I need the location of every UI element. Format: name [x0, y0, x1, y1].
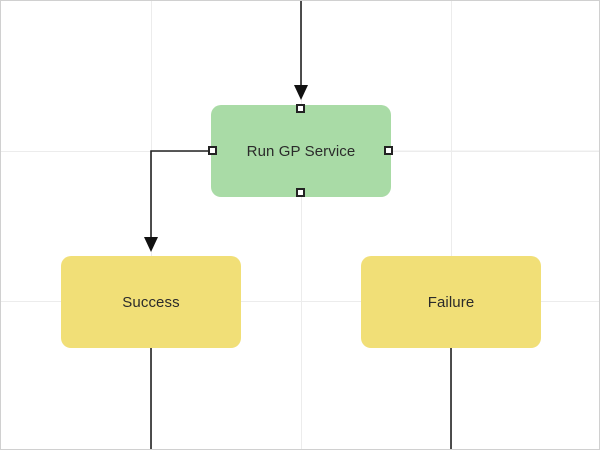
node-failure[interactable]: Failure [361, 256, 541, 348]
node-label: Failure [427, 293, 475, 311]
edge-run-to-success[interactable] [150, 150, 209, 249]
resize-handle-left[interactable] [208, 146, 217, 155]
resize-handle-top[interactable] [296, 104, 305, 113]
node-label: Success [122, 293, 180, 311]
resize-handle-bottom[interactable] [296, 188, 305, 197]
resize-handle-right[interactable] [384, 146, 393, 155]
node-run-gp-service[interactable]: Run GP Service [211, 105, 391, 197]
node-success[interactable]: Success [61, 256, 241, 348]
edge-incoming-top-arrowhead [294, 85, 308, 100]
node-label: Run GP Service [246, 142, 356, 160]
edge-run-to-success-arrowhead [144, 237, 158, 252]
